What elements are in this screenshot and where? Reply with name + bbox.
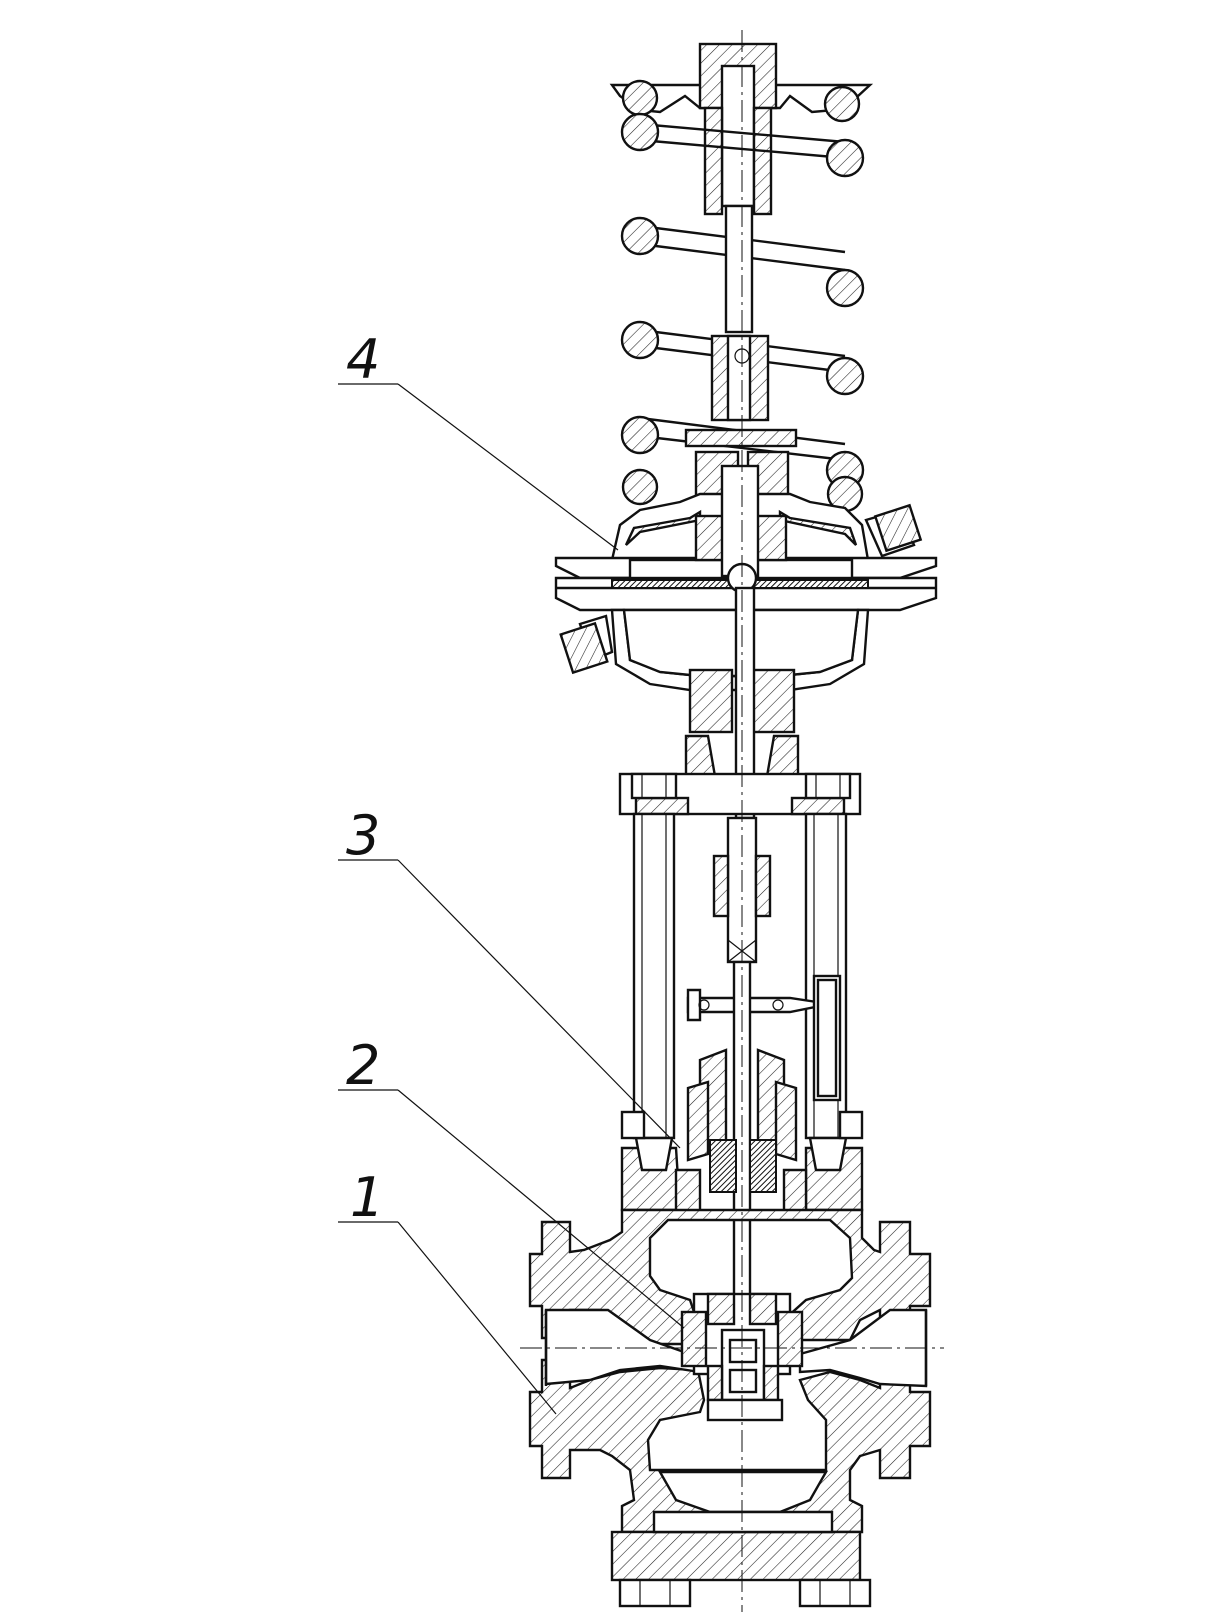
fitting-right <box>864 503 923 558</box>
center-lines <box>520 30 944 1612</box>
diaphragm-actuator <box>554 464 938 820</box>
callout-label-1: 1 <box>350 1166 384 1229</box>
yoke-frame <box>618 772 864 1348</box>
spring-assembly <box>609 42 874 518</box>
seat-plug-trim <box>680 1292 804 1422</box>
leader-lines <box>338 383 685 1415</box>
callout-label-4: 4 <box>346 328 380 391</box>
fitting-left <box>559 614 614 675</box>
callout-label-2: 2 <box>346 1034 380 1097</box>
callout-label-3: 3 <box>346 804 380 867</box>
valve-body <box>528 1208 932 1608</box>
